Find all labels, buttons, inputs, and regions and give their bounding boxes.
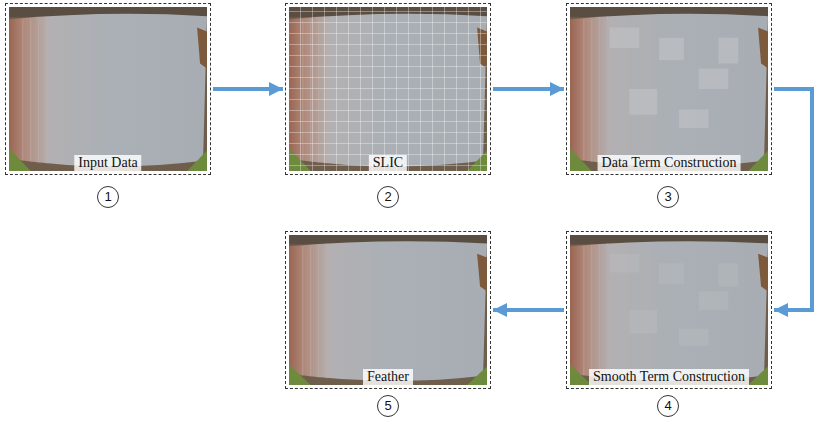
callout-number: 5 — [377, 395, 399, 417]
data-term-image — [570, 7, 768, 171]
flow-arrow — [213, 87, 283, 91]
flow-arrow — [493, 87, 564, 91]
step-caption: Feather — [363, 369, 413, 385]
step-caption: Smooth Term Construction — [589, 369, 749, 385]
process-box: Data Term Construction — [566, 3, 772, 175]
callout-number: 3 — [657, 186, 679, 208]
process-box: Feather — [285, 231, 491, 389]
process-box: SLIC — [285, 3, 491, 175]
process-box: Input Data — [5, 3, 211, 175]
process-box: Smooth Term Construction — [566, 231, 772, 389]
step-caption: Input Data — [74, 155, 141, 171]
callout-number: 4 — [657, 395, 679, 417]
smooth-term-image — [570, 235, 768, 385]
flow-arrow — [774, 89, 812, 310]
feather-image — [289, 235, 487, 385]
flow-arrow — [493, 308, 564, 312]
input-image — [9, 7, 207, 171]
callout-number: 2 — [377, 186, 399, 208]
slic-image — [289, 7, 487, 171]
callout-number: 1 — [97, 186, 119, 208]
step-caption: Data Term Construction — [598, 155, 741, 171]
step-caption: SLIC — [369, 155, 407, 171]
